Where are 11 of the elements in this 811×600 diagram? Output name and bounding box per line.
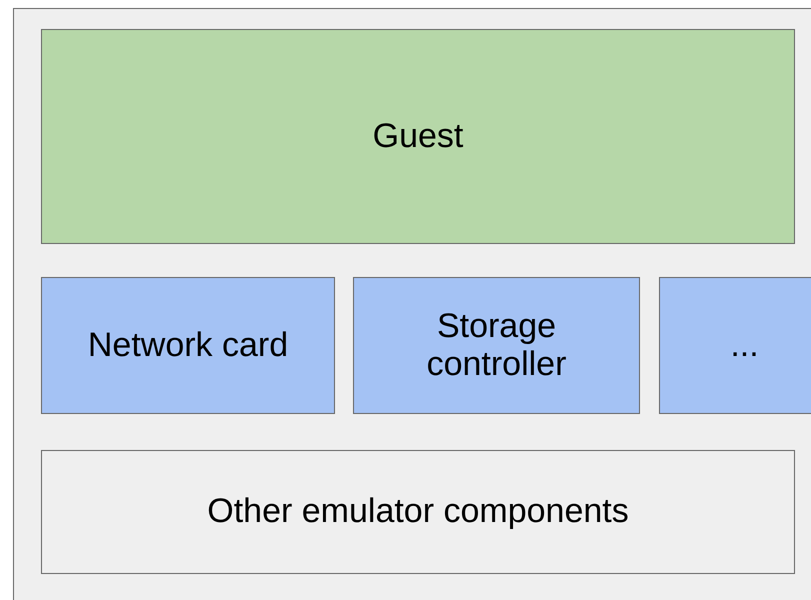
component-box [659,277,811,414]
component-box [353,277,640,414]
box-label: Storage controller [426,308,568,383]
box-label: Network card [88,326,288,364]
emulator-box [41,450,795,574]
outer-panel [13,8,811,600]
box-label: Other emulator components [207,493,629,531]
box-label: Guest [372,118,464,156]
component-box [41,277,335,414]
box-label: ... [730,326,759,364]
guest-box [41,29,795,244]
